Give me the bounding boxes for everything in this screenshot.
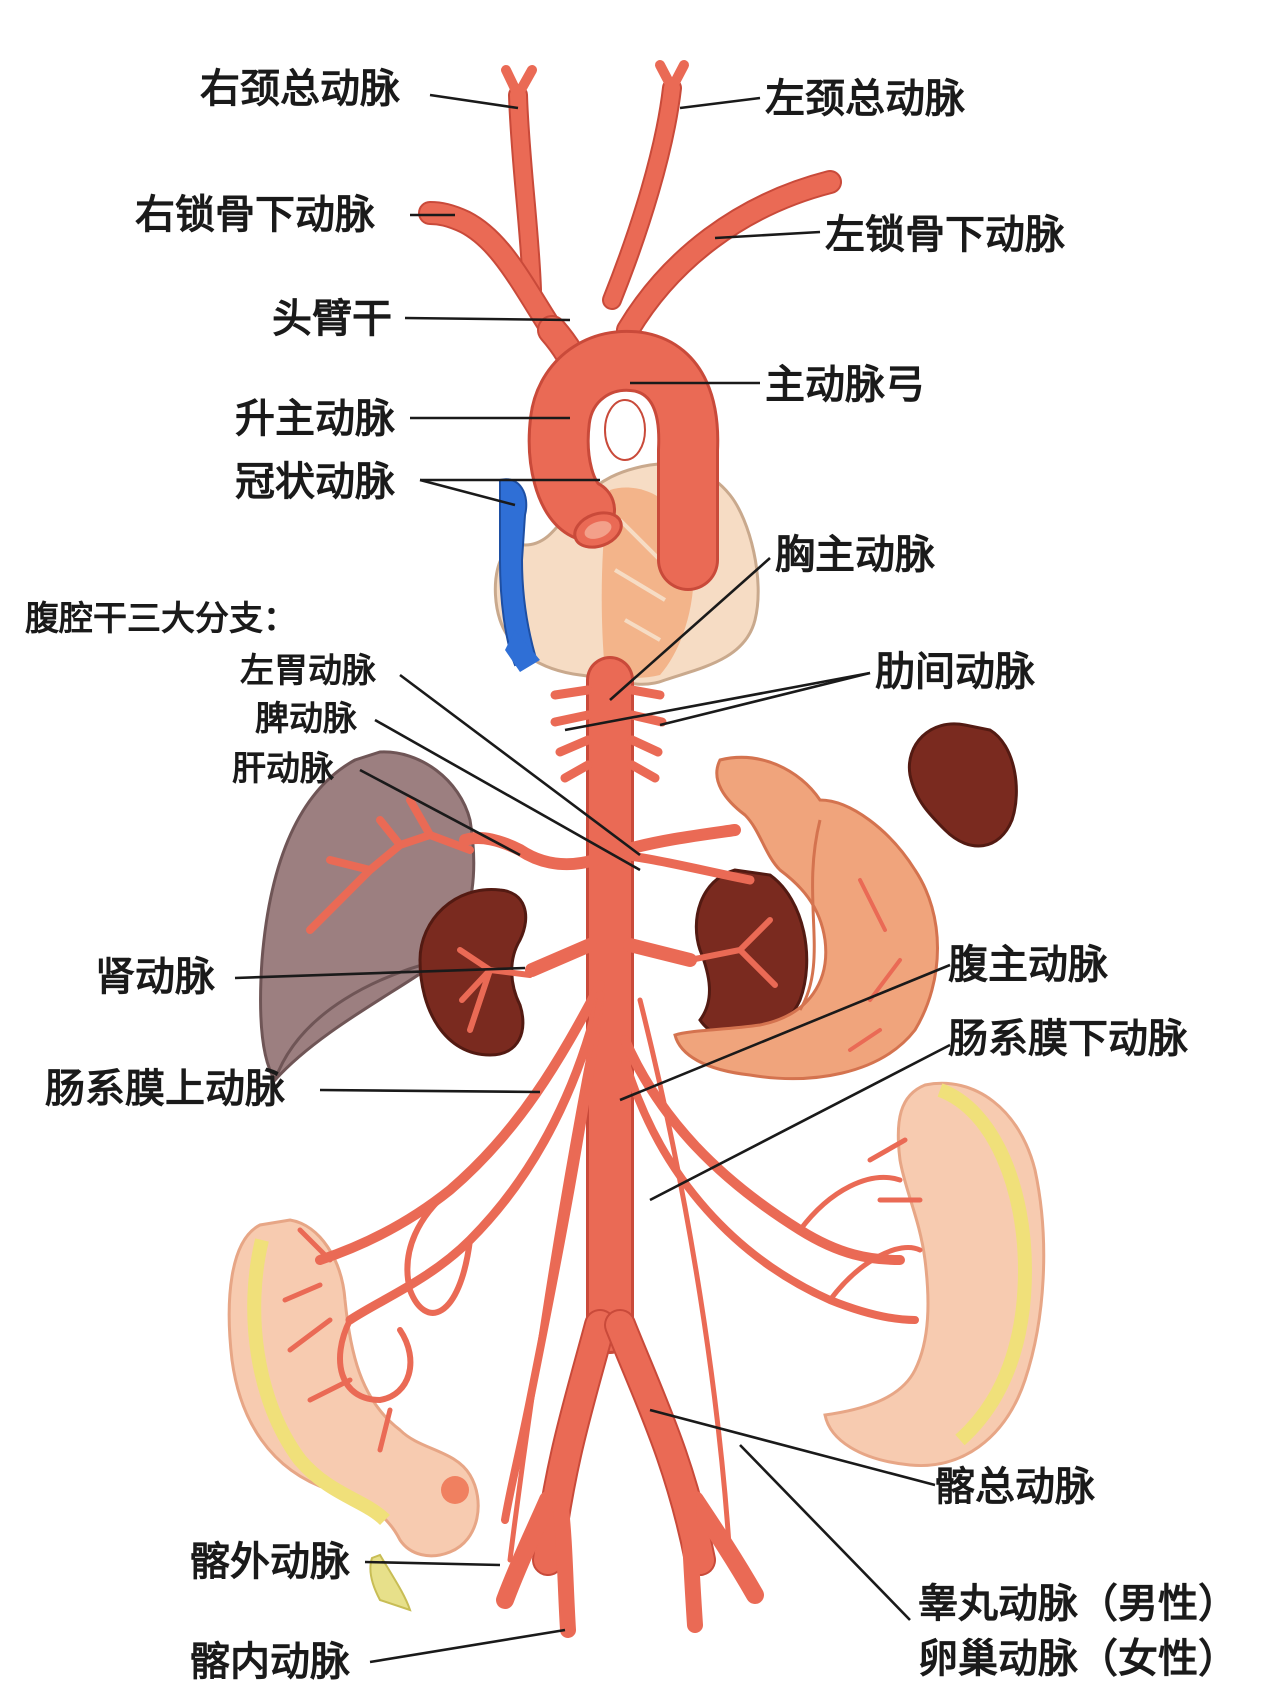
vena-cava (499, 478, 540, 672)
right-kidney (418, 888, 533, 1057)
label-left-subclavian: 左锁骨下动脉 (825, 212, 1066, 258)
label-inferior-mesenteric: 肠系膜下动脉 (948, 1016, 1189, 1062)
label-hepatic: 肝动脉 (232, 749, 335, 789)
label-ovarian: 卵巢动脉（女性） (918, 1636, 1238, 1682)
label-superior-mesenteric: 肠系膜上动脉 (45, 1066, 286, 1112)
label-celiac-heading: 腹腔干三大分支： (25, 599, 297, 639)
label-left-gastric: 左胃动脉 (240, 651, 377, 691)
liver (259, 750, 476, 1083)
label-aortic-arch: 主动脉弓 (765, 362, 925, 408)
label-right-subclavian: 右锁骨下动脉 (135, 192, 376, 238)
label-internal-iliac: 髂内动脉 (190, 1639, 351, 1685)
intestine-left (227, 1218, 480, 1612)
label-brachiocephalic-trunk: 头臂干 (272, 296, 392, 342)
label-renal: 肾动脉 (95, 954, 216, 1000)
label-thoracic-aorta: 胸主动脉 (775, 532, 936, 578)
leader-lines (234, 93, 951, 1664)
label-splenic: 脾动脉 (255, 699, 358, 739)
arterial-tree (282, 60, 923, 1638)
label-abdominal-aorta: 腹主动脉 (948, 942, 1109, 988)
label-left-common-carotid: 左颈总动脉 (765, 76, 966, 122)
label-testicular: 睾丸动脉（男性） (918, 1581, 1238, 1627)
label-ascending-aorta: 升主动脉 (235, 396, 396, 442)
label-intercostal: 肋间动脉 (875, 649, 1036, 695)
label-external-iliac: 髂外动脉 (190, 1539, 351, 1585)
spleen (907, 722, 1018, 848)
labels: 右颈总动脉 左颈总动脉 右锁骨下动脉 左锁骨下动脉 头臂干 主动脉弓 升主动脉 … (25, 66, 1238, 1685)
label-right-common-carotid: 右颈总动脉 (200, 66, 401, 112)
label-common-iliac: 髂总动脉 (935, 1464, 1096, 1510)
intestine-right (823, 1081, 1046, 1468)
label-coronary-artery: 冠状动脉 (235, 459, 396, 505)
